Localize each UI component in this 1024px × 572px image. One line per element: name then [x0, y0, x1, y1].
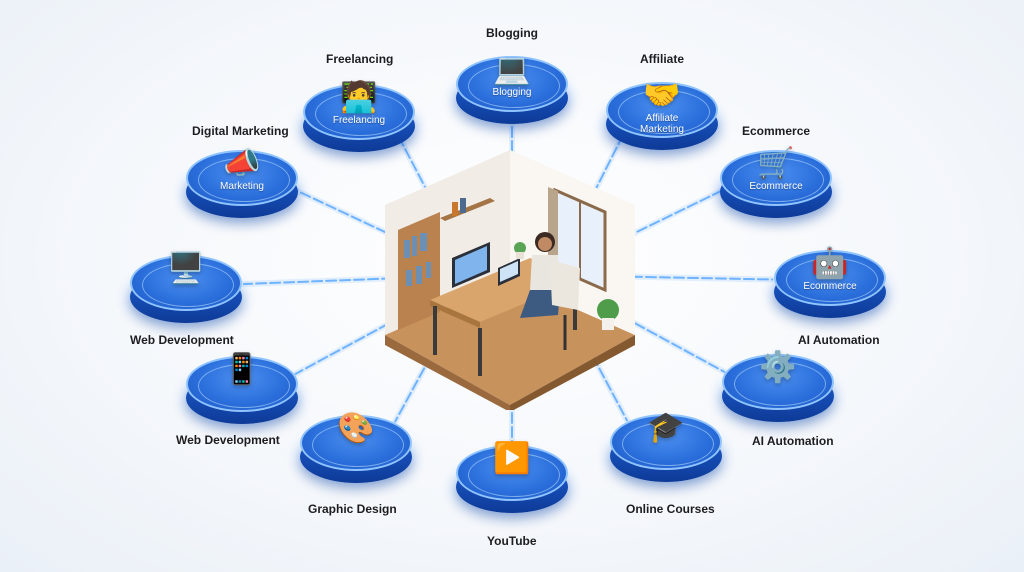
node-digital-marketing[interactable]: 📣 Marketing [186, 147, 298, 220]
node-web-development-2[interactable]: 📱 [186, 353, 298, 426]
node-caption-digital-marketing: Digital Marketing [192, 124, 289, 138]
node-blogging[interactable]: 💻 Blogging [456, 53, 568, 126]
node-caption-web-development-2: Web Development [176, 433, 280, 447]
node-freelancing[interactable]: 🧑‍💻 Freelancing [303, 81, 415, 154]
video-play-icon: ▶️ [493, 442, 531, 475]
node-caption-affiliate: Affiliate [640, 52, 685, 66]
megaphone-icon: 📣 [223, 147, 261, 180]
connector-line [242, 277, 394, 286]
connector-line [622, 315, 726, 373]
disc-label: Freelancing [332, 115, 386, 126]
node-youtube[interactable]: ▶️ [456, 442, 568, 515]
node-caption-ecommerce: Ecommerce [742, 124, 811, 138]
node-caption-graphic-design: Graphic Design [308, 502, 397, 516]
node-ai-automation-2[interactable]: ⚙️ [722, 351, 834, 424]
connector-line [294, 315, 403, 375]
node-web-development-1[interactable]: 🖥️ [130, 252, 242, 325]
node-affiliate[interactable]: 🤝 Affiliate Marketing [606, 79, 718, 152]
node-caption-online-courses: Online Courses [626, 502, 715, 516]
code-window-icon: 🖥️ [167, 252, 205, 285]
disc-label: Marketing [220, 181, 264, 192]
robot-icon: 🤖 [811, 247, 849, 280]
palette-icon: 🎨 [337, 412, 375, 445]
node-caption-ai-automation-1: AI Automation [798, 333, 880, 347]
node-caption-web-development-1: Web Development [130, 333, 234, 347]
node-caption-ai-automation-2: AI Automation [752, 434, 834, 448]
laptop-icon: 💻 [493, 53, 531, 86]
node-online-courses[interactable]: 🎓 [610, 411, 722, 484]
connector-line [623, 189, 723, 239]
home-office-illustration [380, 140, 640, 412]
disc-label: Ecommerce [749, 181, 803, 192]
disc-label: Blogging [492, 87, 532, 98]
graduation-cap-icon: 🎓 [647, 411, 685, 444]
robot-gear-icon: ⚙️ [759, 351, 797, 384]
node-ai-automation-1[interactable]: 🤖 Ecommerce [774, 247, 886, 320]
connector-line [394, 355, 432, 423]
connector-line [592, 134, 624, 196]
node-caption-blogging: Blogging [486, 26, 538, 40]
disc-label: Affiliate Marketing [640, 113, 684, 135]
connector-line [591, 355, 628, 422]
connector-line [397, 136, 431, 197]
disc-label: Ecommerce [803, 281, 857, 292]
connector-line [630, 275, 774, 281]
node-caption-youtube: YouTube [487, 534, 537, 548]
handshake-icon: 🤝 [643, 79, 681, 112]
shopping-cart-icon: 🛒 [757, 147, 795, 180]
code-devices-icon: 📱 [223, 353, 261, 386]
node-ecommerce[interactable]: 🛒 Ecommerce [720, 147, 832, 220]
node-caption-freelancing: Freelancing [326, 52, 394, 66]
desk-worker-icon: 🧑‍💻 [340, 81, 378, 114]
connector-line [295, 189, 400, 240]
node-graphic-design[interactable]: 🎨 [300, 412, 412, 485]
